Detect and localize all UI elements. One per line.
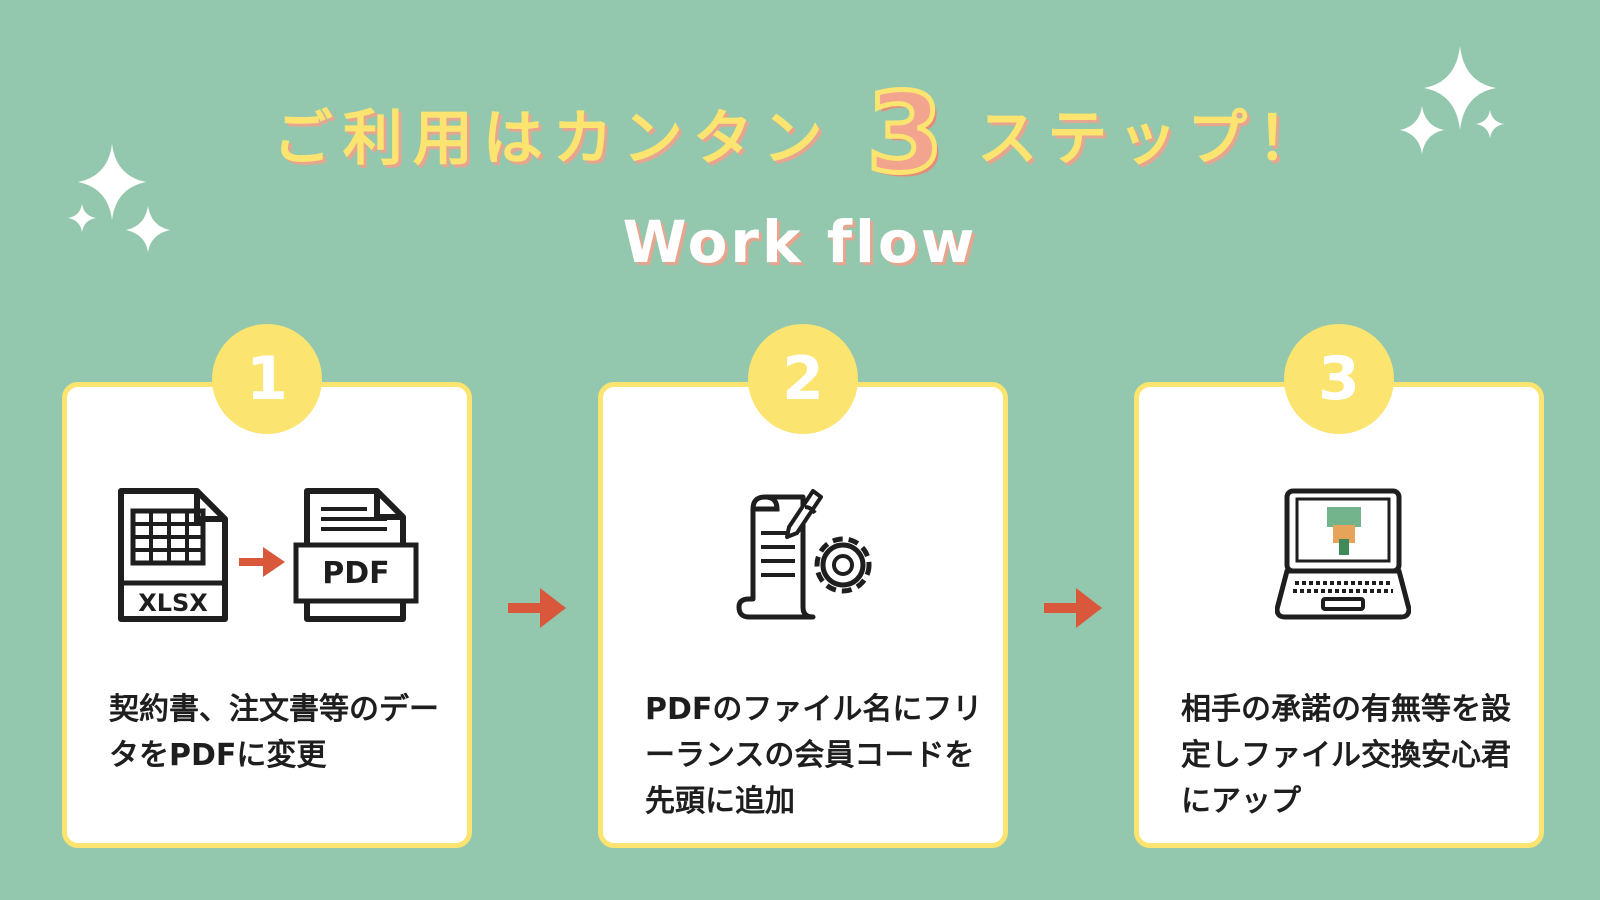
subtitle: Work flow [622,208,978,276]
title-number: 3 [864,69,946,197]
laptop-icon [1275,488,1411,620]
step-badge-3: 3 [1284,324,1394,434]
xlsx-label: XLSX [138,589,208,617]
step-card-1: XLSX PDF 契約書、注文書等のデータをPDFに変更 [62,382,472,848]
document-gear-icon [736,489,872,620]
step-text-1: 契約書、注文書等のデータをPDFに変更 [109,692,439,773]
title-before: ご利用はカンタン [272,103,833,174]
sparkle-icon-right [1400,46,1504,154]
step-text-3: 相手の承諾の有無等を設定しファイル交換安心君にアップ [1181,692,1511,819]
arrow-right-icon [1044,588,1102,628]
arrow-right-icon [239,547,285,577]
xlsx-file-icon: XLSX [118,488,228,622]
step-card-3: 相手の承諾の有無等を設定しファイル交換安心君にアップ [1134,382,1544,848]
pdf-label: PDF [322,556,389,591]
step-badge-1: 1 [212,324,322,434]
pdf-file-icon: PDF [293,488,419,622]
step-badge-2: 2 [748,324,858,434]
arrow-right-icon [508,588,566,628]
step-text-2: PDFのファイル名にフリーランスの会員コードを先頭に追加 [645,692,983,819]
title-after: ステップ！ [977,103,1328,174]
sparkle-icon-left [68,144,170,252]
step-card-2: PDFのファイル名にフリーランスの会員コードを先頭に追加 [598,382,1008,848]
page-title: ご利用はカンタン 3 ステップ！ [0,58,1600,208]
